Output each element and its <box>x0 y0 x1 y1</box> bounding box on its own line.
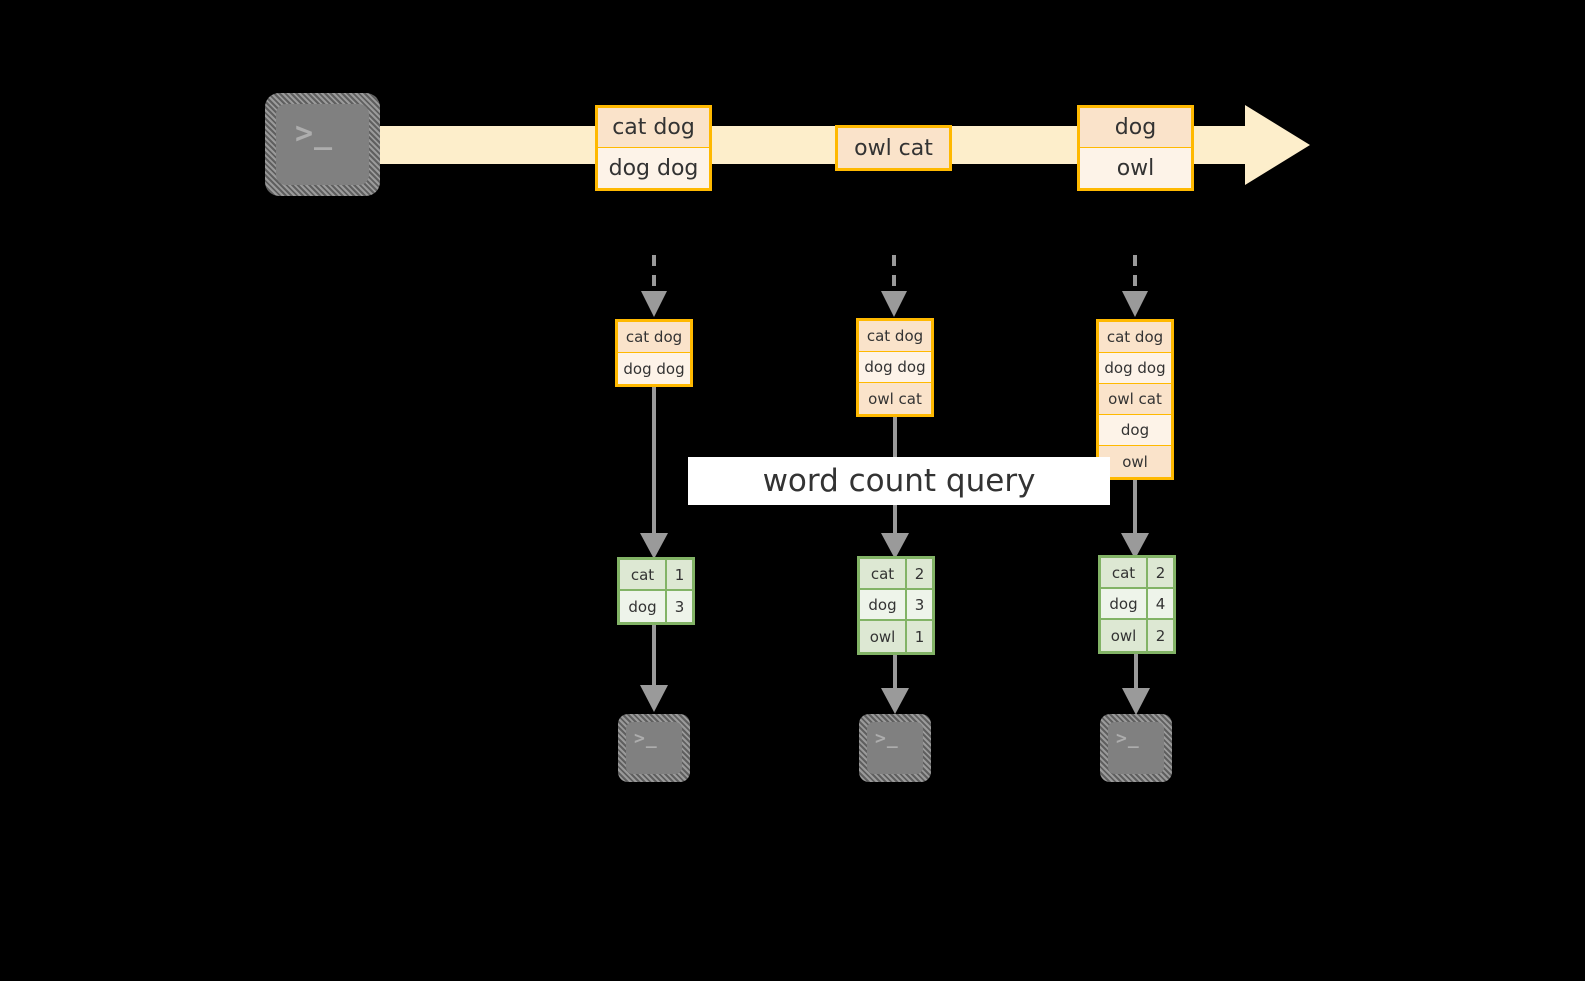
table-row: owl 2 <box>1101 620 1173 651</box>
table-row: cat 2 <box>1101 558 1173 589</box>
word-cell: owl <box>860 621 907 652</box>
input-record: dog dog <box>618 353 690 384</box>
table-row: cat 2 <box>860 559 932 590</box>
sink-terminal-icon-3: >_ <box>1100 714 1172 782</box>
accumulated-input-2: cat dog dog dog owl cat <box>856 318 934 417</box>
table-row: dog 3 <box>860 590 932 621</box>
count-cell: 1 <box>667 560 692 589</box>
stream-record: owl cat <box>838 128 949 168</box>
result-to-sink-connector-3 <box>1122 654 1150 715</box>
stream-batch-2: owl cat <box>835 125 952 171</box>
table-row: dog 4 <box>1101 589 1173 620</box>
input-record: dog dog <box>1099 353 1171 384</box>
stream-record: cat dog <box>598 108 709 148</box>
stream-batch-1: cat dog dog dog <box>595 105 712 191</box>
word-cell: dog <box>1101 589 1148 618</box>
count-cell: 2 <box>1148 558 1173 587</box>
accumulated-input-3: cat dog dog dog owl cat dog owl <box>1096 319 1174 480</box>
word-cell: owl <box>1101 620 1148 651</box>
terminal-prompt-glyph: >_ <box>295 116 334 151</box>
stream-record: owl <box>1080 148 1191 188</box>
count-cell: 4 <box>1148 589 1173 618</box>
result-table-3: cat 2 dog 4 owl 2 <box>1098 555 1176 654</box>
count-cell: 3 <box>907 590 932 619</box>
stream-record: dog dog <box>598 148 709 188</box>
stream-record: dog <box>1080 108 1191 148</box>
input-record: dog dog <box>859 352 931 383</box>
table-row: owl 1 <box>860 621 932 652</box>
count-cell: 1 <box>907 621 932 652</box>
result-table-1: cat 1 dog 3 <box>617 557 695 625</box>
result-to-sink-connector-2 <box>881 655 909 714</box>
stream-to-input-connector-1 <box>641 255 667 317</box>
sink-terminal-icon-2: >_ <box>859 714 931 782</box>
table-row: cat 1 <box>620 560 692 591</box>
count-cell: 2 <box>1148 620 1173 651</box>
input-record: owl cat <box>859 383 931 414</box>
terminal-screen <box>1108 722 1164 774</box>
word-cell: dog <box>860 590 907 619</box>
table-row: dog 3 <box>620 591 692 622</box>
result-table-2: cat 2 dog 3 owl 1 <box>857 556 935 655</box>
terminal-screen <box>626 722 682 774</box>
sink-terminal-icon-1: >_ <box>618 714 690 782</box>
accumulated-input-1: cat dog dog dog <box>615 319 693 387</box>
word-cell: cat <box>620 560 667 589</box>
terminal-screen <box>276 104 369 185</box>
query-connector-1 <box>640 387 668 559</box>
stream-batch-3: dog owl <box>1077 105 1194 191</box>
input-record: owl cat <box>1099 384 1171 415</box>
word-cell: cat <box>1101 558 1148 587</box>
stream-to-input-connector-3 <box>1122 255 1148 317</box>
source-terminal-icon: >_ <box>265 93 380 196</box>
word-cell: cat <box>860 559 907 588</box>
count-cell: 2 <box>907 559 932 588</box>
input-record: cat dog <box>618 322 690 353</box>
terminal-prompt-glyph: >_ <box>875 728 899 749</box>
result-to-sink-connector-1 <box>640 625 668 712</box>
stream-to-input-connector-2 <box>881 255 907 317</box>
input-record: cat dog <box>1099 322 1171 353</box>
input-record: owl <box>1099 446 1171 477</box>
query-label: word count query <box>688 457 1110 505</box>
count-cell: 3 <box>667 591 692 622</box>
terminal-prompt-glyph: >_ <box>634 728 658 749</box>
input-record: cat dog <box>859 321 931 352</box>
input-record: dog <box>1099 415 1171 446</box>
query-connector-3 <box>1121 480 1149 559</box>
terminal-prompt-glyph: >_ <box>1116 728 1140 749</box>
terminal-screen <box>867 722 923 774</box>
word-cell: dog <box>620 591 667 622</box>
